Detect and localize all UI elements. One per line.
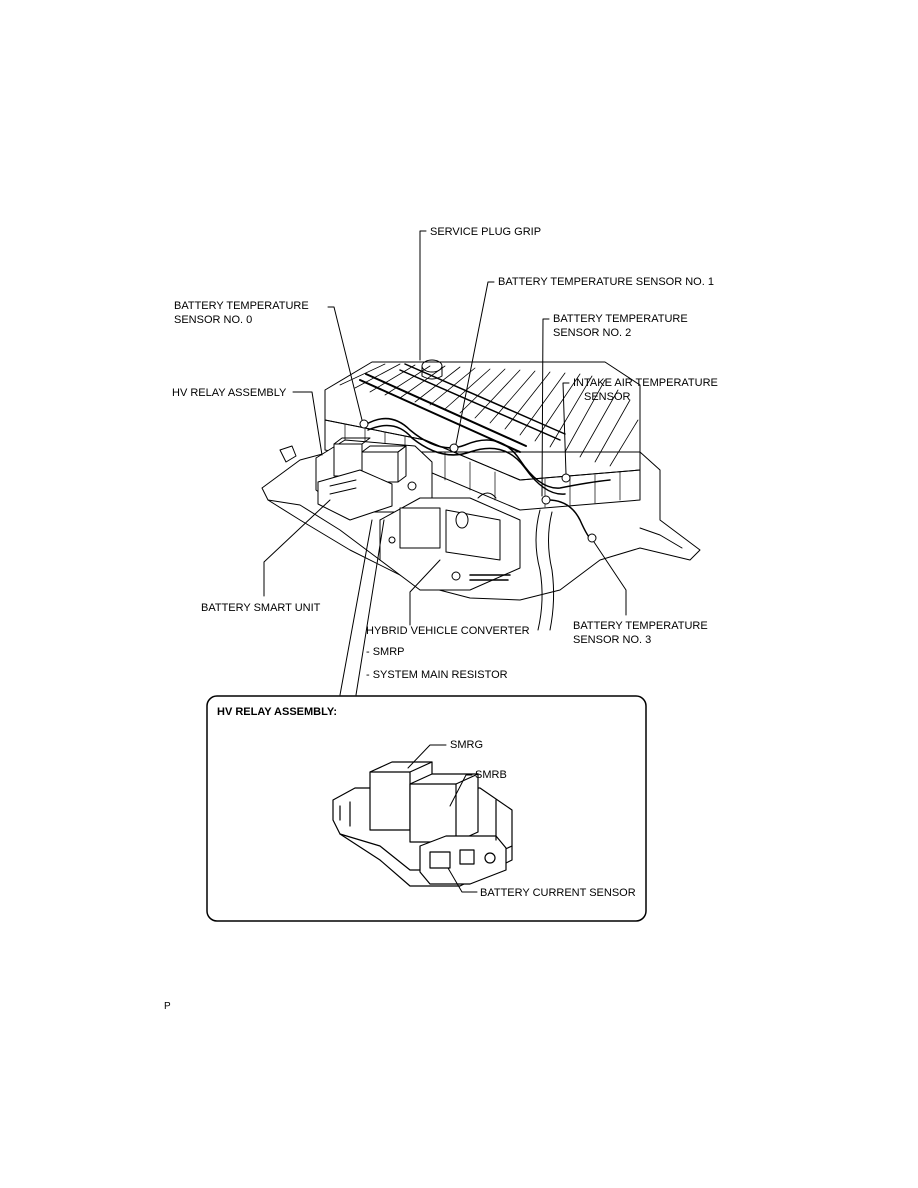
label-hv-relay-assembly: HV RELAY ASSEMBLY (172, 387, 287, 399)
label-intake-air-line2: SENSOR (584, 391, 631, 403)
inset-label-battery-current-sensor: BATTERY CURRENT SENSOR (480, 887, 636, 899)
inset-frame (206, 695, 647, 922)
page-marker: P (164, 1001, 171, 1012)
label-system-main-resistor: - SYSTEM MAIN RESISTOR (366, 669, 508, 681)
leader-lines (263, 230, 627, 696)
inset-hv-relay-drawing (332, 761, 513, 887)
label-hybrid-vehicle-converter: HYBRID VEHICLE CONVERTER (366, 625, 530, 637)
label-battery-smart-unit: BATTERY SMART UNIT (201, 602, 321, 614)
label-temp-sensor-3-line2: SENSOR NO. 3 (573, 634, 652, 646)
inset-label-smrb: SMRB (475, 769, 507, 781)
label-service-plug-grip: SERVICE PLUG GRIP (430, 226, 542, 238)
inset-leader-lines (407, 744, 478, 893)
temperature-sensor-markers (359, 419, 597, 543)
label-temp-sensor-2-line1: BATTERY TEMPERATURE (553, 313, 688, 325)
label-temp-sensor-1: BATTERY TEMPERATURE SENSOR NO. 1 (498, 276, 714, 288)
label-smrp: - SMRP (366, 646, 405, 658)
battery-smart-unit (317, 469, 393, 521)
label-intake-air-line1: INTAKE AIR TEMPERATURE (573, 377, 718, 389)
label-temp-sensor-2-line2: SENSOR NO. 2 (553, 327, 632, 339)
inset-title: HV RELAY ASSEMBLY: (217, 706, 338, 718)
label-temp-sensor-0-line2: SENSOR NO. 0 (174, 314, 253, 326)
label-temp-sensor-3-line1: BATTERY TEMPERATURE (573, 620, 708, 632)
hybrid-vehicle-converter (379, 492, 521, 591)
service-plug-grip (421, 359, 443, 380)
inset-label-smrg: SMRG (450, 739, 483, 751)
label-temp-sensor-0-line1: BATTERY TEMPERATURE (174, 300, 309, 312)
